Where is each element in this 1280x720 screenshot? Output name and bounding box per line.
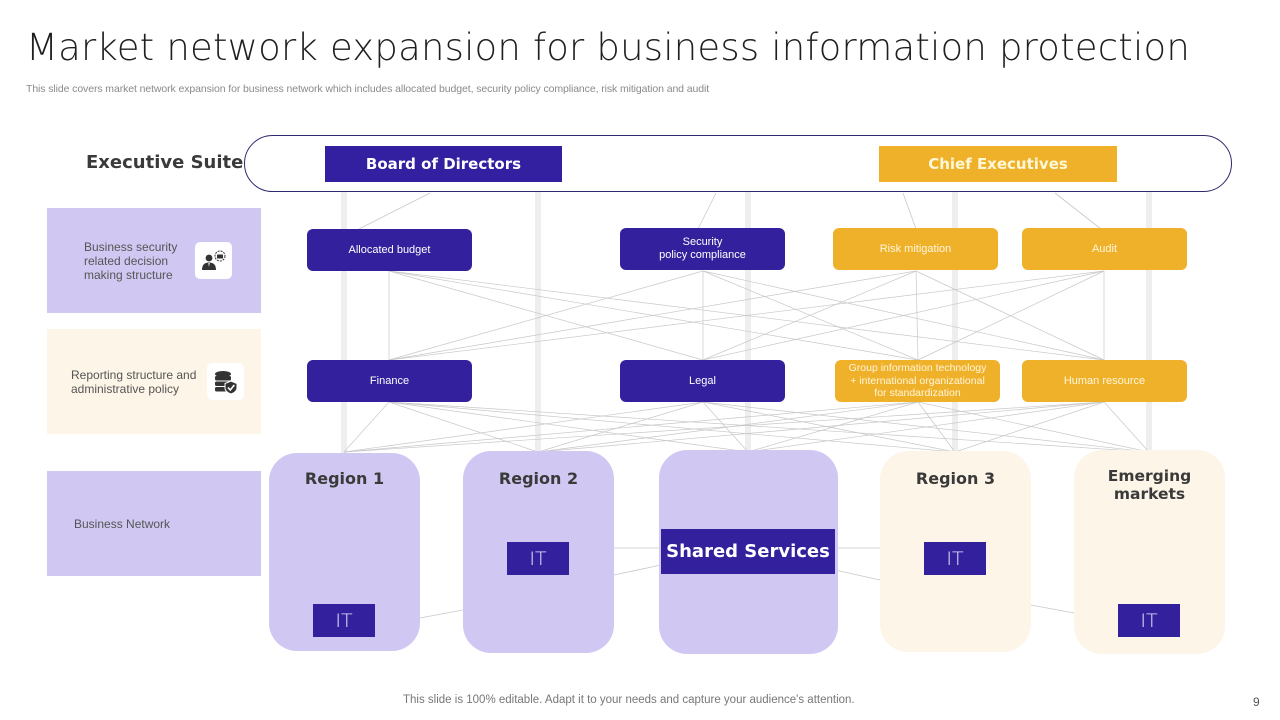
side-card-business-network: Business Network bbox=[47, 471, 261, 576]
page-title: Market network expansion for business in… bbox=[26, 26, 1190, 69]
chief-executives-box: Chief Executives bbox=[879, 146, 1117, 182]
connector bbox=[358, 192, 431, 230]
side-card-label: Business Network bbox=[74, 516, 171, 531]
board-of-directors-box: Board of Directors bbox=[325, 146, 562, 182]
connector bbox=[388, 270, 917, 361]
connector bbox=[1030, 604, 1075, 614]
connector bbox=[702, 401, 956, 453]
it-box: IT bbox=[313, 604, 375, 637]
connector bbox=[834, 569, 881, 581]
connector bbox=[1054, 192, 1102, 230]
connector bbox=[1103, 401, 1150, 453]
node-legal: Legal bbox=[620, 360, 785, 402]
region-2-card: Region 2 IT bbox=[463, 451, 614, 653]
connector bbox=[697, 192, 717, 230]
node-risk-mitigation: Risk mitigation bbox=[833, 228, 998, 270]
businessman-briefcase-icon bbox=[195, 242, 232, 279]
connector bbox=[343, 401, 919, 453]
connector bbox=[702, 270, 917, 361]
it-box: IT bbox=[507, 542, 569, 575]
connector bbox=[388, 401, 1150, 453]
emerging-markets-card: Emerging markets IT bbox=[1074, 450, 1225, 654]
node-group-it-iso: Group information technology + internati… bbox=[835, 360, 1000, 402]
connector bbox=[388, 401, 749, 453]
it-box: IT bbox=[1118, 604, 1180, 637]
shared-services-label: Shared Services bbox=[661, 529, 835, 574]
region-title: Region 3 bbox=[915, 469, 996, 488]
it-box: IT bbox=[924, 542, 986, 575]
connector bbox=[537, 401, 1105, 453]
connector bbox=[902, 192, 917, 230]
connector bbox=[388, 401, 539, 453]
executive-suite-label: Executive Suite bbox=[86, 152, 244, 173]
connector bbox=[343, 401, 704, 453]
connector bbox=[343, 401, 1105, 453]
connector bbox=[537, 401, 704, 453]
connector bbox=[388, 401, 956, 453]
page-subtitle: This slide covers market network expansi… bbox=[26, 83, 710, 95]
side-card-reporting-structure: Reporting structure and administrative p… bbox=[47, 329, 261, 434]
connector bbox=[388, 270, 704, 361]
connector bbox=[702, 270, 1105, 361]
connector bbox=[747, 401, 919, 453]
node-security-policy-compliance: Security policy compliance bbox=[620, 228, 785, 270]
connector bbox=[702, 270, 919, 361]
region-1-card: Region 1 IT bbox=[269, 453, 420, 651]
region-title: Emerging markets bbox=[1107, 467, 1192, 503]
connector bbox=[915, 270, 1105, 361]
database-check-icon bbox=[207, 363, 244, 400]
side-card-label: Business security related decision makin… bbox=[84, 239, 178, 282]
region-title: Region 1 bbox=[304, 469, 385, 488]
connector bbox=[419, 609, 464, 619]
region-title: Region 2 bbox=[498, 469, 579, 488]
connector bbox=[917, 401, 956, 453]
side-card-decision-structure: Business security related decision makin… bbox=[47, 208, 261, 313]
side-card-label: Reporting structure and administrative p… bbox=[71, 367, 197, 396]
node-allocated-budget: Allocated budget bbox=[307, 229, 472, 271]
region-3-card: Region 3 IT bbox=[880, 451, 1031, 652]
node-human-resource: Human resource bbox=[1022, 360, 1187, 402]
connector bbox=[954, 401, 1105, 453]
node-finance: Finance bbox=[307, 360, 472, 402]
connector bbox=[917, 270, 1105, 361]
connector bbox=[388, 270, 1105, 361]
connector bbox=[917, 401, 1150, 453]
node-audit: Audit bbox=[1022, 228, 1187, 270]
connector bbox=[747, 401, 1105, 453]
connector bbox=[915, 270, 919, 361]
connector bbox=[343, 401, 390, 453]
connector bbox=[613, 564, 662, 576]
page-number: 9 bbox=[1253, 695, 1260, 709]
footer-note: This slide is 100% editable. Adapt it to… bbox=[403, 694, 855, 706]
